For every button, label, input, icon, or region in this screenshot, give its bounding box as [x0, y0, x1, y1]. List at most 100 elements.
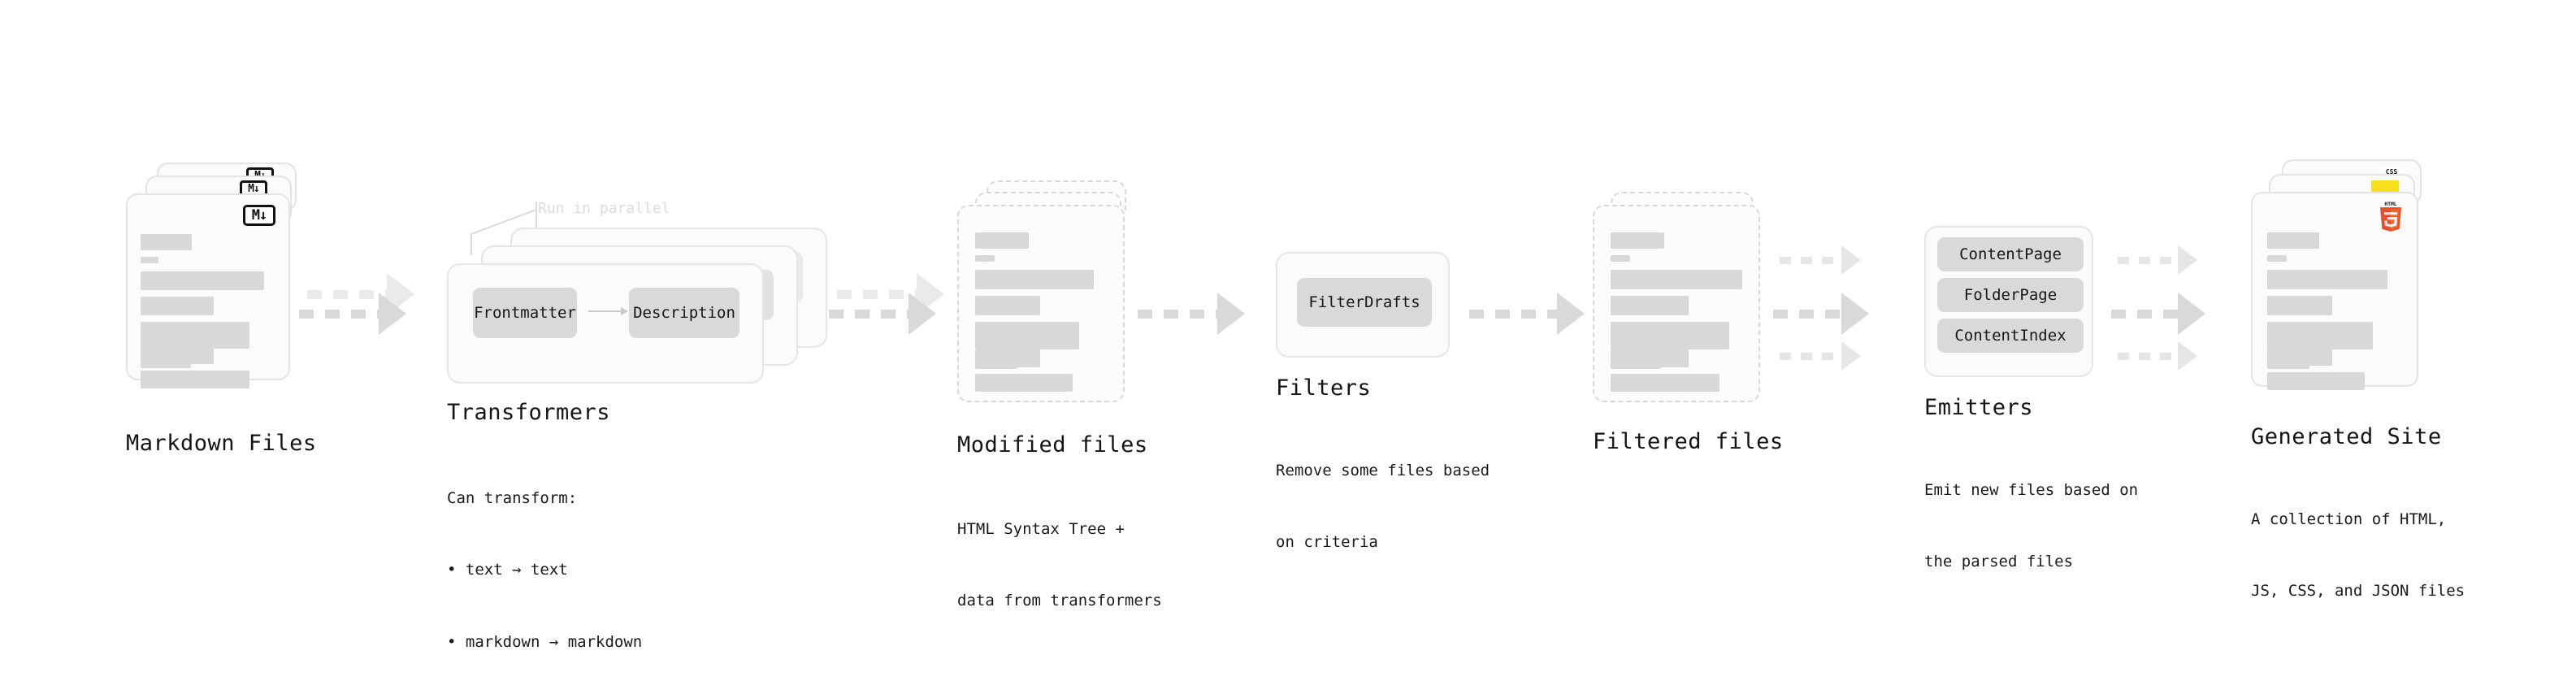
skeleton-bar — [975, 270, 1094, 289]
emitters-description: Emit new files based on the parsed files — [1924, 431, 2138, 622]
skeleton-bar — [141, 322, 249, 349]
skeleton-bar — [975, 322, 1079, 349]
emitters-box[interactable]: ContentPage FolderPage ContentIndex — [1924, 226, 2093, 377]
connector-dashes — [307, 289, 388, 299]
connector-arrow-4 — [1469, 293, 1585, 335]
markdown-badge-icon: M↓ — [243, 205, 275, 226]
transformer-box-front[interactable]: Frontmatter Description — [447, 263, 764, 384]
stage-markdown-files: M↓ M↓ M↓ Markdown Files — [126, 163, 316, 456]
connector-dashes — [2118, 256, 2179, 264]
run-in-parallel-bracket-icon — [470, 202, 538, 255]
arrow-head-icon — [1841, 293, 1869, 335]
modified-file-stack — [957, 180, 1132, 424]
connector-dashes — [1138, 309, 1219, 319]
skeleton-bar — [2267, 255, 2287, 262]
connector-arrow-6-top — [2118, 245, 2197, 275]
generated-site-description: A collection of HTML, JS, CSS, and JSON … — [2251, 460, 2465, 652]
emitter-pill-folderpage[interactable]: FolderPage — [1937, 278, 2084, 312]
connector-arrow-5-top — [1780, 245, 1861, 275]
html5-badge-icon: HTML — [2379, 202, 2401, 232]
generated-desc-item: JS, CSS, and JSON files — [2251, 582, 2465, 601]
skeleton-bar — [141, 257, 158, 263]
transformers-desc-lead: Can transform: — [447, 488, 578, 507]
filters-desc-item: Remove some files based — [1276, 461, 1490, 479]
skeleton-bar — [1611, 322, 1729, 349]
connector-arrow-5-mid — [1773, 293, 1869, 335]
markdown-badge-back-1: M↓ — [240, 180, 267, 197]
filters-box[interactable]: FilterDrafts — [1276, 252, 1450, 358]
skeleton-bar — [2267, 322, 2373, 349]
emitters-desc-item: Emit new files based on — [1924, 480, 2139, 499]
transformers-description: Can transform: • text → text • markdown … — [447, 439, 642, 681]
stage-title-generated-site: Generated Site — [2251, 424, 2442, 449]
stage-title-transformers: Transformers — [447, 400, 611, 425]
connector-dashes — [837, 289, 918, 299]
skeleton-bar — [975, 255, 995, 262]
stage-title-filtered-files: Filtered files — [1593, 429, 1784, 454]
arrow-head-icon — [1217, 293, 1245, 335]
connector-dashes — [299, 309, 380, 319]
markdown-card-overlay — [126, 193, 290, 388]
skeleton-bar — [141, 297, 214, 315]
transformer-pill-description[interactable]: Description — [629, 288, 739, 338]
skeleton-bar — [975, 232, 1029, 249]
connector-arrow-6-mid — [2111, 293, 2205, 335]
connector-arrow-6-bottom — [2118, 341, 2197, 371]
skeleton-bar — [1611, 255, 1630, 262]
skeleton-bar — [2267, 348, 2332, 366]
skeleton-bar — [1611, 349, 1689, 367]
filters-desc-item: on criteria — [1276, 533, 1378, 552]
skeleton-bar — [141, 346, 214, 364]
modified-files-description: HTML Syntax Tree + data from transformer… — [957, 470, 1162, 661]
transformers-desc-item: • markdown → markdown — [447, 632, 643, 651]
connector-arrow-2 — [829, 293, 936, 335]
arrow-head-icon — [2178, 245, 2197, 275]
connector-dashes — [1780, 352, 1843, 360]
emitter-pill-contentpage[interactable]: ContentPage — [1937, 237, 2084, 271]
transformers-desc-item: • text → text — [447, 561, 568, 579]
stage-generated-site: CSS HTML — [2251, 159, 2465, 600]
modified-desc-item: data from transformers — [957, 592, 1162, 610]
skeleton-bar — [141, 271, 264, 290]
skeleton-bar — [2267, 232, 2319, 249]
skeleton-bar — [1611, 296, 1689, 315]
stage-title-modified-files: Modified files — [957, 432, 1148, 458]
connector-arrow-5-bottom — [1780, 341, 1861, 371]
generated-desc-item: A collection of HTML, — [2251, 510, 2447, 528]
skeleton-bar — [975, 374, 1073, 392]
skeleton-bar — [141, 234, 192, 250]
stage-title-filters: Filters — [1276, 375, 1372, 401]
stage-filtered-files: Filtered files — [1593, 192, 1783, 454]
skeleton-bar — [2267, 372, 2365, 390]
skeleton-bar — [2267, 270, 2387, 289]
connector-dashes — [829, 309, 910, 319]
arrow-head-icon — [2178, 293, 2205, 335]
svg-text:HTML: HTML — [2384, 202, 2396, 207]
transformer-pill-frontmatter[interactable]: Frontmatter — [473, 288, 577, 338]
modified-card-front — [957, 205, 1125, 402]
skeleton-bar — [1611, 232, 1664, 249]
stage-modified-files: Modified files HTML Syntax Tree + data f… — [957, 180, 1162, 609]
modified-desc-item: HTML Syntax Tree + — [957, 519, 1125, 538]
transformer-inner-arrow-icon — [588, 307, 628, 315]
generated-site-file-stack: CSS HTML — [2251, 159, 2430, 419]
skeleton-bar — [2267, 296, 2332, 315]
skeleton-bar — [975, 349, 1040, 367]
skeleton-bar — [1611, 374, 1720, 392]
arrow-head-icon — [909, 293, 936, 335]
connector-dashes — [2111, 309, 2179, 319]
markdown-file-stack: M↓ M↓ M↓ — [126, 163, 305, 414]
emitter-pill-contentindex[interactable]: ContentIndex — [1937, 319, 2084, 353]
skeleton-bar — [975, 296, 1040, 315]
connector-dashes — [1773, 309, 1843, 319]
arrow-head-icon — [379, 293, 406, 335]
filter-pill-filterdrafts[interactable]: FilterDrafts — [1297, 278, 1432, 327]
filtered-card-front — [1593, 205, 1760, 402]
generated-card-overlay — [2251, 192, 2418, 390]
skeleton-bar — [141, 371, 249, 388]
connector-dashes — [1469, 309, 1559, 319]
stage-title-emitters: Emitters — [1924, 395, 2034, 420]
filtered-file-stack — [1593, 192, 1767, 427]
arrow-head-icon — [1841, 341, 1861, 371]
